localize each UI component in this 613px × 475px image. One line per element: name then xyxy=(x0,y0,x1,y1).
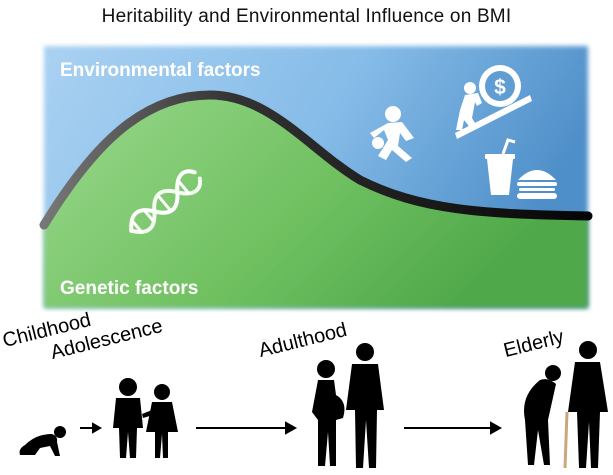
environmental-factors-label: Environmental factors xyxy=(60,60,261,81)
man-silhouette xyxy=(346,343,384,468)
baby-crawling-silhouette xyxy=(19,426,66,456)
heritability-curve xyxy=(39,90,593,230)
soccer-player-icon xyxy=(370,106,414,162)
money-burden-icon: $ xyxy=(455,65,532,139)
walking-cane xyxy=(563,411,569,469)
timeline-arrows xyxy=(80,421,503,435)
genetic-region xyxy=(44,95,588,308)
svg-text:$: $ xyxy=(494,76,506,99)
dna-icon xyxy=(129,169,203,234)
pregnant-woman-silhouette xyxy=(312,360,345,466)
genetic-factors-label: Genetic factors xyxy=(60,278,199,299)
figure-title: Heritability and Environmental Influence… xyxy=(101,6,512,27)
elderly-woman-silhouette xyxy=(524,365,561,465)
girl-silhouette xyxy=(142,384,178,458)
burger-icon xyxy=(517,170,557,199)
elderly-man-silhouette xyxy=(563,341,608,469)
boy-silhouette xyxy=(113,378,143,458)
drink-icon xyxy=(485,138,516,195)
